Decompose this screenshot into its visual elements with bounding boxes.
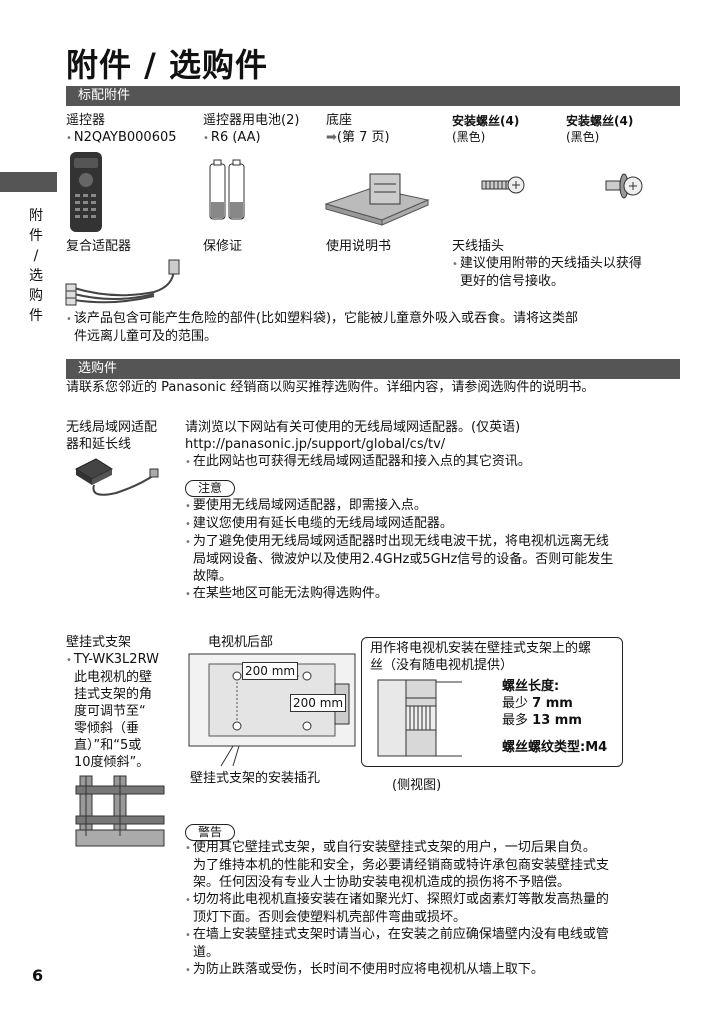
page-title: 附件 / 选购件 — [66, 46, 268, 84]
wlan-label: 无线局域网适配 器和延长线 — [66, 420, 158, 452]
optional-accessories-header: 选购件 — [66, 359, 680, 379]
vertical-dimension: 200 mm — [290, 694, 347, 712]
screw1-label: 安装螺丝(4) (黑色) — [452, 114, 520, 144]
wlan-cautions: 要使用无线局域网适配器，即需接入点。 建议您使用有延长电缆的无线局域网适配器。 … — [185, 497, 680, 603]
remote-control-icon — [70, 152, 102, 232]
adapter-label: 复合适配器 — [66, 239, 132, 254]
wlan-adapter-icon — [74, 458, 159, 496]
manual-label: 使用说明书 — [326, 239, 392, 254]
optional-intro: 请联系您邻近的 Panasonic 经销商以购买推荐选购件。详细内容，请参阅选购… — [66, 380, 595, 395]
side-tab — [0, 172, 57, 192]
screw-icon — [481, 176, 525, 194]
battery-label: 遥控器用电池(2) R6 (AA) — [203, 112, 299, 147]
stand-label: 底座 ➡(第 7 页) — [326, 113, 390, 145]
screw2-label: 安装螺丝(4) (黑色) — [566, 114, 634, 144]
tv-back-label: 电视机后部 — [208, 635, 274, 650]
safety-warning: 该产品包含可能产生危险的部件(比如塑料袋)，它能被儿童意外吸入或吞食。请将这类部… — [66, 310, 578, 345]
bracket-label: 壁挂式支架 TY-WK3L2RW 此电视机的壁 挂式支架的角 度可调节至“ 零倾… — [66, 634, 159, 771]
screw-spec-box: 用作将电视机安装在壁挂式支架上的螺 丝（没有随电视机提供） 螺丝长度: 最少 7… — [361, 637, 623, 767]
warning-label: 警告 — [185, 821, 236, 841]
remote-model: N2QAYB000605 — [66, 129, 177, 147]
composite-adapter-icon — [65, 259, 180, 306]
batteries-icon — [209, 159, 245, 220]
screw-with-washer-icon — [605, 173, 643, 199]
screw-spec-title: 用作将电视机安装在壁挂式支架上的螺 丝（没有随电视机提供） — [370, 641, 592, 673]
remote-label: 遥控器 N2QAYB000605 — [66, 112, 177, 147]
support-url: http://panasonic.jp/support/global/cs/tv… — [185, 437, 446, 452]
side-view-label: (侧视图) — [392, 778, 442, 793]
screw-side-view-diagram — [377, 679, 462, 757]
wlan-text: 请浏览以下网站有关可使用的无线局域网适配器。(仅英语) http://panas… — [185, 419, 531, 471]
page-number: 6 — [32, 966, 44, 985]
warranty-label: 保修证 — [203, 239, 243, 254]
side-label: 附 件 / 选 购 件 — [29, 208, 43, 324]
caution-label: 注意 — [185, 477, 236, 497]
standard-accessories-header: 标配附件 — [66, 86, 680, 106]
arrow-icon: ➡ — [326, 130, 337, 145]
screw-specs: 螺丝长度: 最少 7 mm 最多 13 mm 螺丝螺纹类型:M4 — [502, 679, 608, 755]
horizontal-dimension: 200 mm — [242, 662, 299, 680]
tv-stand-icon — [324, 173, 430, 226]
wall-bracket-icon — [75, 775, 165, 847]
bracket-warnings: 使用其它壁挂式支架，或自行安装壁挂式支架的用户，一切后果自负。 为了维持本机的性… — [185, 839, 680, 979]
antenna-label: 天线插头 建议使用附带的天线插头以获得 更好的信号接收。 — [452, 238, 642, 290]
mount-holes-label: 壁挂式支架的安装插孔 — [190, 771, 321, 786]
